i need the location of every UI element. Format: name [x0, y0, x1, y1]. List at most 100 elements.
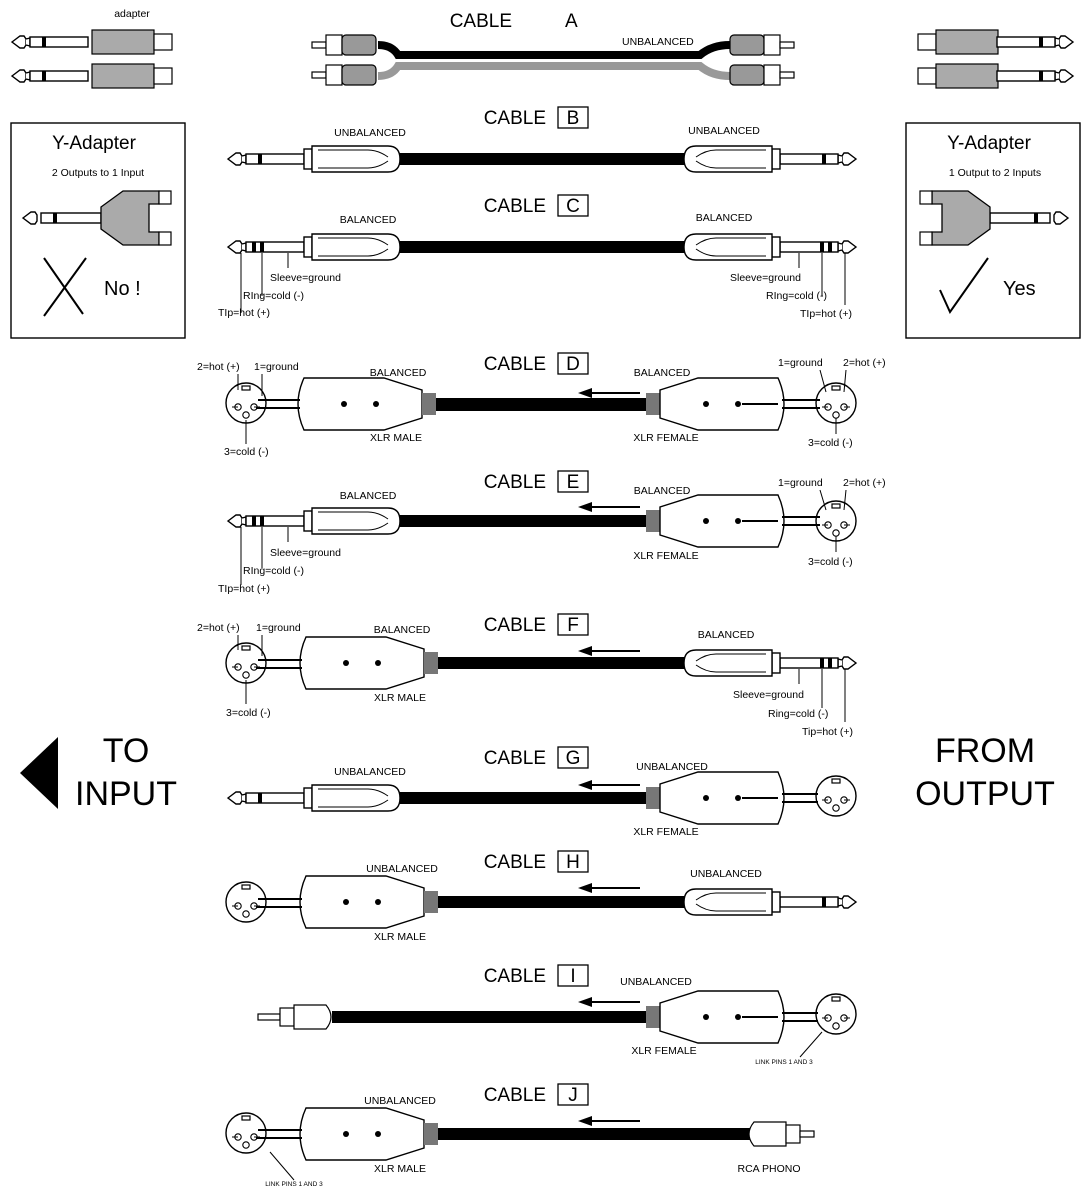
cable-e-right-pin3: 3=cold (-): [808, 556, 853, 568]
cable-i-right-note: LINK PINS 1 AND 3: [755, 1059, 813, 1066]
cable-c: CABLE C BALANCED BALANCED Sleeve=ground …: [218, 194, 857, 320]
cable-c-right-tip: TIp=hot (+): [800, 308, 852, 320]
cable-g-word: CABLE: [484, 748, 546, 769]
y-adapter-right-verdict: Yes: [1003, 278, 1036, 300]
cable-f-right-ring: Ring=cold (-): [768, 708, 828, 720]
y-adapter-left-subtitle: 2 Outputs to 1 Input: [52, 167, 144, 179]
cable-h: CABLE H UNBALANCED UNBALANCED XLR MALE: [225, 850, 857, 943]
cable-f-letter: F: [567, 615, 579, 636]
cable-c-left-tip: TIp=hot (+): [218, 307, 270, 319]
cable-f-left-type: BALANCED: [374, 624, 431, 636]
from-output-line1: FROM: [935, 732, 1035, 770]
cable-i-right-conn: XLR FEMALE: [631, 1045, 696, 1057]
to-input-line2: INPUT: [75, 775, 177, 813]
cable-j-left-type: UNBALANCED: [364, 1095, 436, 1107]
cable-e-left-tip: TIp=hot (+): [218, 583, 270, 595]
y-adapter-left-verdict: No !: [104, 278, 141, 300]
cable-c-left-sleeve: Sleeve=ground: [270, 272, 341, 284]
cable-d-left-conn: XLR MALE: [370, 432, 422, 444]
from-output-line2: OUTPUT: [915, 775, 1055, 813]
cross-mark-icon: [43, 257, 87, 317]
cable-b-right-type: UNBALANCED: [688, 125, 760, 137]
cable-g-right-type: UNBALANCED: [636, 761, 708, 773]
y-adapter-left-panel: Y-Adapter 2 Outputs to 1 Input No !: [10, 122, 186, 339]
cable-i-right-type: UNBALANCED: [620, 976, 692, 988]
cable-d: CABLE D BALANCED BALANCED XLR MALE XLR F…: [197, 352, 886, 458]
adapter-left-pair: adapter: [11, 8, 173, 89]
cable-e: CABLE E BALANCED BALANCED XLR FEMALE Sle…: [218, 470, 886, 595]
cable-e-left-ring: RIng=cold (-): [243, 565, 304, 577]
cable-h-right-type: UNBALANCED: [690, 868, 762, 880]
cable-b: CABLE B UNBALANCED UNBALANCED: [227, 106, 857, 173]
cable-b-letter: B: [567, 108, 580, 129]
cable-f-word: CABLE: [484, 615, 546, 636]
cable-e-right-pin2: 2=hot (+): [843, 477, 886, 489]
cable-a: CABLE A UNBALANCED: [311, 11, 795, 86]
cable-e-right-pin1: 1=ground: [778, 477, 823, 489]
cable-c-right-type: BALANCED: [696, 212, 753, 224]
to-input-line1: TO: [103, 732, 150, 770]
cable-c-right-ring: RIng=cold (-): [766, 290, 827, 302]
cable-a-type: UNBALANCED: [622, 36, 694, 48]
cable-g-right-conn: XLR FEMALE: [633, 826, 698, 838]
cable-e-right-type: BALANCED: [634, 485, 691, 497]
check-mark-icon: [939, 257, 989, 315]
cable-d-right-pin3: 3=cold (-): [808, 437, 853, 449]
cable-e-left-type: BALANCED: [340, 490, 397, 502]
cable-e-left-sleeve: Sleeve=ground: [270, 547, 341, 559]
cable-c-word: CABLE: [484, 196, 546, 217]
cable-f-right-sleeve: Sleeve=ground: [733, 689, 804, 701]
cable-e-right-conn: XLR FEMALE: [633, 550, 698, 562]
cable-e-letter: E: [567, 472, 580, 493]
cable-g-left-type: UNBALANCED: [334, 766, 406, 778]
cable-e-word: CABLE: [484, 472, 546, 493]
cable-h-word: CABLE: [484, 852, 546, 873]
cable-d-word: CABLE: [484, 354, 546, 375]
to-input-label: TO INPUT: [20, 732, 177, 813]
cable-f-left-pin3: 3=cold (-): [226, 707, 271, 719]
cable-a-word: CABLE: [450, 11, 512, 32]
y-adapter-left-title: Y-Adapter: [52, 133, 136, 154]
cable-d-left-pin3: 3=cold (-): [224, 446, 269, 458]
adapter-right-pair: [917, 29, 1074, 89]
cable-d-left-pin2: 2=hot (+): [197, 361, 240, 373]
cable-b-left-type: UNBALANCED: [334, 127, 406, 139]
cable-i-word: CABLE: [484, 966, 546, 987]
cable-d-left-type: BALANCED: [370, 367, 427, 379]
cable-d-left-pin1: 1=ground: [254, 361, 299, 373]
adapter-label: adapter: [114, 8, 150, 20]
cable-d-right-type: BALANCED: [634, 367, 691, 379]
cable-c-left-type: BALANCED: [340, 214, 397, 226]
cable-f-right-tip: Tip=hot (+): [802, 726, 853, 738]
cable-f: CABLE F BALANCED BALANCED XLR MALE 2=hot…: [197, 613, 857, 738]
cable-i: CABLE I UNBALANCED XLR FEMALE LINK PINS …: [257, 964, 857, 1066]
cable-j: CABLE J UNBALANCED XLR MALE RCA PHONO LI…: [225, 1083, 815, 1188]
y-adapter-right-panel: Y-Adapter 1 Output to 2 Inputs Yes: [905, 122, 1081, 339]
cable-f-left-pin2: 2=hot (+): [197, 622, 240, 634]
y-adapter-right-title: Y-Adapter: [947, 133, 1031, 154]
cable-j-word: CABLE: [484, 1085, 546, 1106]
cable-j-right-conn: RCA PHONO: [737, 1163, 800, 1175]
cable-f-left-pin1: 1=ground: [256, 622, 301, 634]
cable-h-left-type: UNBALANCED: [366, 863, 438, 875]
cable-i-letter: I: [570, 966, 575, 987]
cable-d-letter: D: [566, 354, 580, 375]
cable-d-right-pin1: 1=ground: [778, 357, 823, 369]
cable-j-left-note: LINK PINS 1 AND 3: [265, 1181, 323, 1188]
cable-b-word: CABLE: [484, 108, 546, 129]
from-output-label: FROM OUTPUT: [915, 732, 1055, 813]
cable-f-left-conn: XLR MALE: [374, 692, 426, 704]
cable-h-left-conn: XLR MALE: [374, 931, 426, 943]
cable-h-letter: H: [566, 852, 580, 873]
cable-c-letter: C: [566, 196, 580, 217]
cable-g: CABLE G UNBALANCED UNBALANCED XLR FEMALE: [227, 746, 857, 838]
cable-c-right-sleeve: Sleeve=ground: [730, 272, 801, 284]
cable-j-left-conn: XLR MALE: [374, 1163, 426, 1175]
cable-j-letter: J: [568, 1085, 578, 1106]
cable-f-right-type: BALANCED: [698, 629, 755, 641]
cable-d-right-pin2: 2=hot (+): [843, 357, 886, 369]
cable-c-left-ring: RIng=cold (-): [243, 290, 304, 302]
y-adapter-right-subtitle: 1 Output to 2 Inputs: [949, 167, 1041, 179]
